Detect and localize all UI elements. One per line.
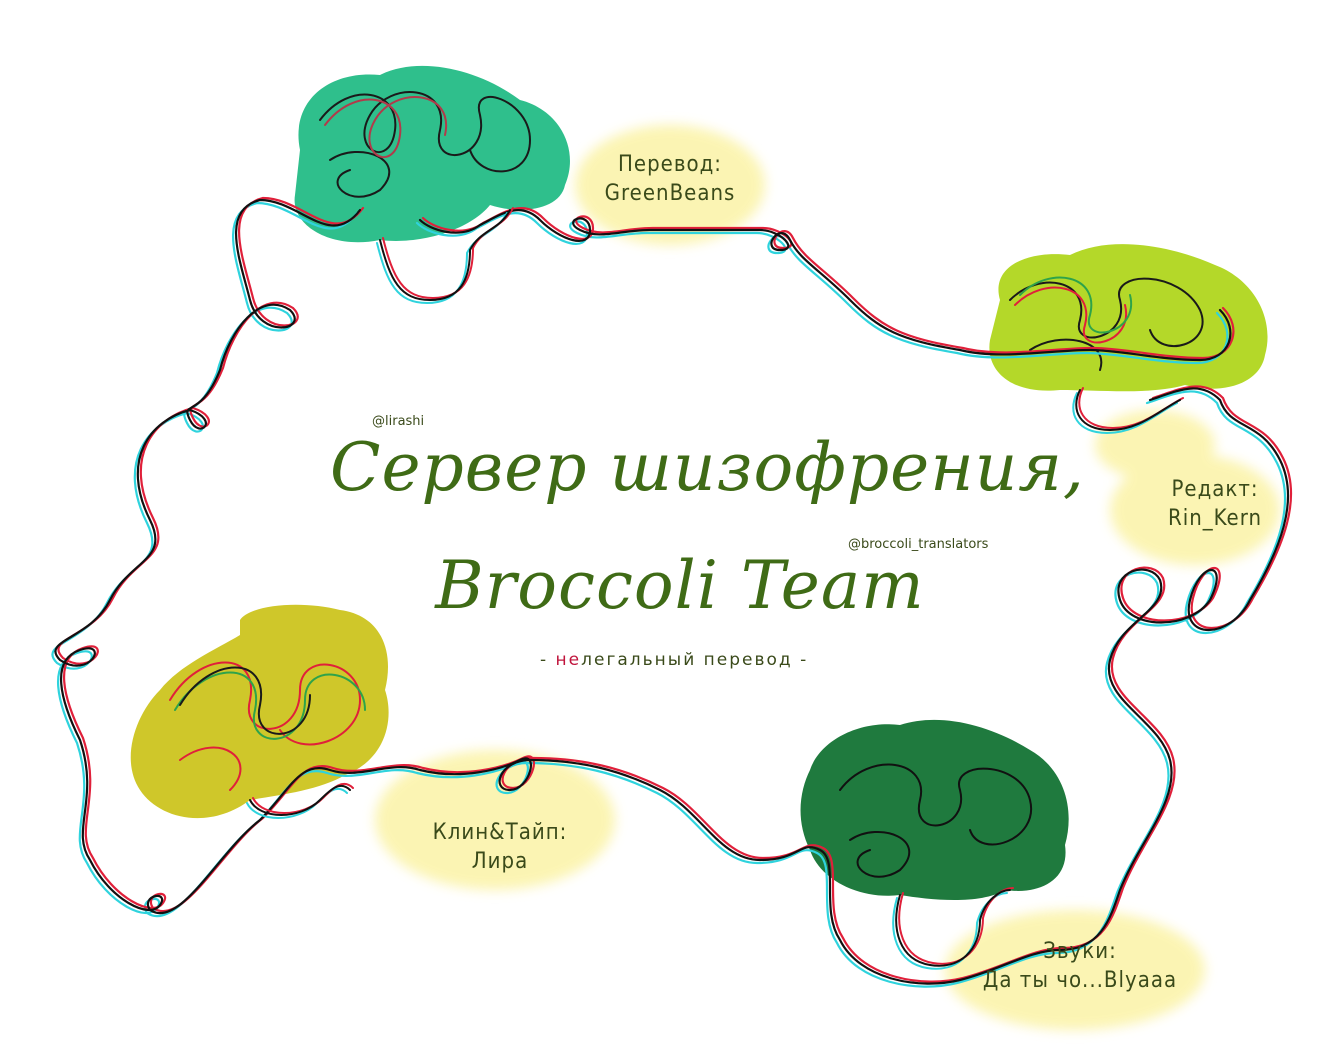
credit-cleaning-typing: Клин&Тайп: Лира bbox=[420, 818, 580, 876]
subtitle: - нелегальный перевод - bbox=[540, 650, 806, 670]
credit-cleaning-typing-role: Клин&Тайп: bbox=[432, 820, 568, 845]
credit-translation-name: GreenBeans bbox=[604, 181, 736, 206]
subtitle-dash-right: - bbox=[800, 650, 809, 670]
credit-editing: Редакт: Rin_Kern bbox=[1140, 475, 1290, 533]
credit-translation-role: Перевод: bbox=[618, 152, 722, 177]
broccoli-top bbox=[294, 65, 570, 243]
scribbles bbox=[169, 91, 1204, 878]
credit-editing-role: Редакт: bbox=[1171, 477, 1259, 502]
title-line-1: Сервер шизофрения, bbox=[330, 429, 1085, 506]
subtitle-text: легальный перевод bbox=[581, 650, 793, 670]
credit-translation: Перевод: GreenBeans bbox=[590, 150, 750, 208]
handle-lirashi: @lirashi bbox=[372, 414, 425, 429]
broccoli-stems bbox=[246, 207, 1184, 970]
handle-broccoli-translators: @broccoli_translators bbox=[848, 537, 989, 552]
credit-sounds-role: Звуки: bbox=[1043, 939, 1117, 964]
credit-sounds: Звуки: Да ты чо...Blyaaa bbox=[955, 937, 1205, 995]
credit-editing-name: Rin_Kern bbox=[1167, 506, 1263, 531]
subtitle-dash-left: - bbox=[540, 650, 549, 670]
looping-line bbox=[51, 196, 1293, 988]
broccoli-bottom bbox=[800, 719, 1069, 900]
title-line-2: Broccoli Team bbox=[435, 547, 925, 624]
credit-sounds-name: Да ты чо...Blyaaa bbox=[982, 968, 1178, 993]
subtitle-highlight: не bbox=[555, 650, 582, 670]
label-washes bbox=[375, 125, 1280, 1030]
credit-cleaning-typing-name: Лира bbox=[471, 849, 529, 874]
